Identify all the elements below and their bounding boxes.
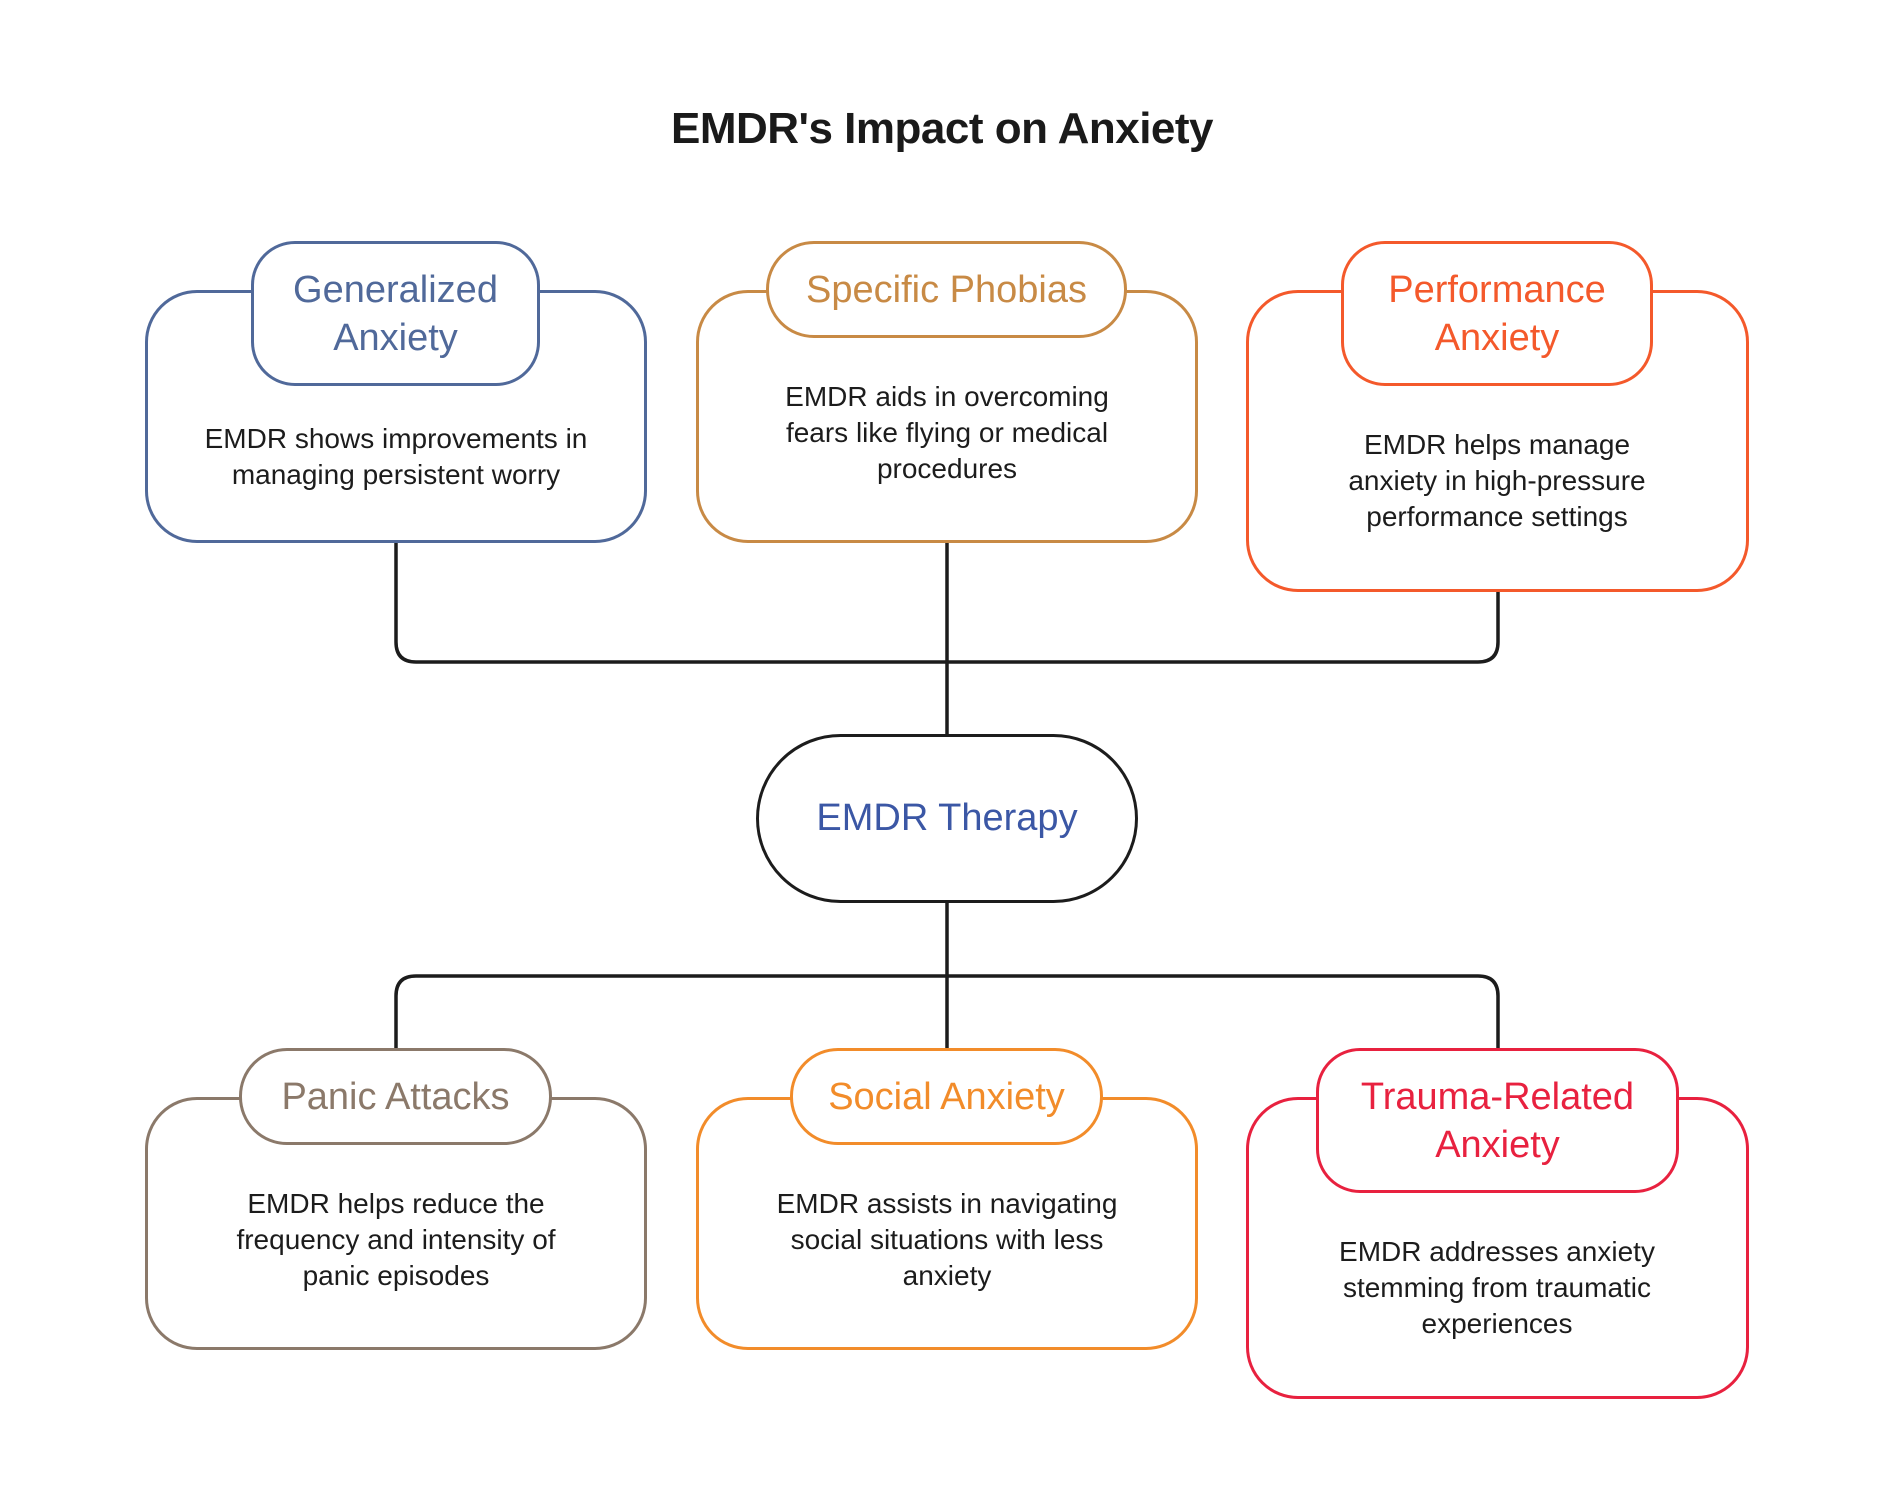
description-trauma-related-anxiety: EMDR addresses anxiety stemming from tra…	[1339, 1236, 1655, 1339]
header-specific-phobias: Specific Phobias	[766, 241, 1127, 338]
description-social-anxiety: EMDR assists in navigating social situat…	[776, 1188, 1118, 1291]
description-panic-attacks: EMDR helps reduce the frequency and inte…	[236, 1188, 556, 1291]
header-label: Generalized Anxiety	[293, 268, 498, 359]
diagram-title: EMDR's Impact on Anxiety	[670, 104, 1214, 153]
header-label: Specific Phobias	[806, 268, 1087, 311]
center-node: EMDR Therapy	[756, 734, 1138, 903]
header-label: Social Anxiety	[828, 1075, 1065, 1118]
header-label: Performance Anxiety	[1388, 268, 1606, 359]
header-trauma-related-anxiety: Trauma-Related Anxiety	[1316, 1048, 1679, 1193]
connector-bottom-bus	[394, 974, 1500, 1048]
header-panic-attacks: Panic Attacks	[239, 1048, 552, 1145]
header-generalized-anxiety: Generalized Anxiety	[251, 241, 540, 386]
header-performance-anxiety: Performance Anxiety	[1341, 241, 1653, 386]
header-social-anxiety: Social Anxiety	[790, 1048, 1103, 1145]
description-specific-phobias: EMDR aids in overcoming fears like flyin…	[785, 381, 1109, 484]
header-label: Panic Attacks	[281, 1075, 510, 1118]
description-generalized-anxiety: EMDR shows improvements in managing pers…	[204, 423, 588, 490]
header-label: Trauma-Related Anxiety	[1360, 1075, 1635, 1166]
description-performance-anxiety: EMDR helps manage anxiety in high-pressu…	[1348, 429, 1646, 532]
center-label: EMDR Therapy	[816, 797, 1078, 839]
